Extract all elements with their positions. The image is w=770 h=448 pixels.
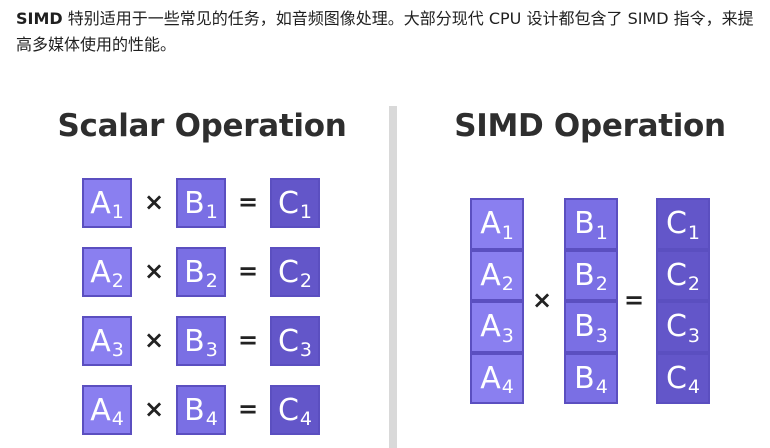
scalar-a-box-letter: A	[90, 323, 111, 359]
simd-c-box-index: 4	[687, 376, 701, 399]
scalar-b-box-letter: B	[184, 392, 205, 428]
intro-text: 特别适用于一些常见的任务，如音频图像处理。大部分现代 CPU 设计都包含了 SI…	[16, 9, 754, 54]
intro-paragraph: SIMD 特别适用于一些常见的任务，如音频图像处理。大部分现代 CPU 设计都包…	[16, 6, 760, 58]
panel-divider	[389, 106, 397, 448]
simd-b-box-index: 4	[595, 376, 608, 399]
scalar-operation-title: Scalar Operation	[57, 108, 347, 144]
scalar-a-box-index: 3	[111, 339, 124, 361]
simd-a-box-letter: A	[480, 309, 501, 345]
simd-c-box-letter: C	[665, 360, 687, 396]
scalar-a-box-index: 2	[111, 270, 124, 292]
simd-c-box-index: 3	[687, 324, 701, 347]
scalar-c-box-index: 4	[299, 408, 313, 430]
simd-b-box-letter: B	[574, 360, 595, 396]
scalar-c-box-letter: C	[277, 185, 299, 221]
simd-operation-title: SIMD Operation	[454, 108, 726, 144]
simd-a-box-index: 3	[501, 324, 514, 347]
scalar-times-sign: ×	[143, 257, 165, 285]
scalar-times-sign: ×	[143, 326, 165, 354]
scalar-a-box-letter: A	[90, 392, 111, 428]
scalar-equals-sign: =	[237, 257, 259, 285]
simd-a-box-letter: A	[480, 206, 501, 242]
simd-equals-sign: =	[623, 286, 645, 314]
simd-c-box-letter: C	[665, 309, 687, 345]
intro-lead: SIMD	[16, 9, 63, 28]
scalar-a-box-index: 4	[111, 408, 124, 430]
scalar-equals-sign: =	[237, 326, 259, 354]
scalar-c-box-index: 1	[299, 201, 313, 223]
scalar-b-box-index: 2	[205, 270, 218, 292]
simd-a-box-index: 2	[501, 273, 514, 296]
simd-b-box-index: 1	[595, 221, 608, 244]
simd-b-box-index: 3	[595, 324, 608, 347]
scalar-b-box-letter: B	[184, 185, 205, 221]
simd-c-box-letter: C	[665, 206, 687, 242]
simd-b-box-letter: B	[574, 206, 595, 242]
simd-c-box-letter: C	[665, 257, 687, 293]
scalar-times-sign: ×	[143, 188, 165, 216]
simd-a-box-index: 1	[501, 221, 514, 244]
scalar-b-box-letter: B	[184, 254, 205, 290]
scalar-b-box-index: 3	[205, 339, 218, 361]
simd-a-box-letter: A	[480, 257, 501, 293]
scalar-c-box-letter: C	[277, 392, 299, 428]
scalar-equals-sign: =	[237, 188, 259, 216]
scalar-c-box-letter: C	[277, 254, 299, 290]
scalar-b-box-letter: B	[184, 323, 205, 359]
scalar-c-box-index: 3	[299, 339, 313, 361]
scalar-c-box-letter: C	[277, 323, 299, 359]
simd-b-box-letter: B	[574, 257, 595, 293]
scalar-b-box-index: 1	[205, 201, 218, 223]
simd-b-box-letter: B	[574, 309, 595, 345]
simd-b-box-index: 2	[595, 273, 608, 296]
scalar-a-box-index: 1	[111, 201, 124, 223]
scalar-b-box-index: 4	[205, 408, 218, 430]
scalar-a-box-letter: A	[90, 254, 111, 290]
scalar-a-box-letter: A	[90, 185, 111, 221]
simd-a-box-index: 4	[501, 376, 514, 399]
scalar-times-sign: ×	[143, 395, 165, 423]
simd-a-box-letter: A	[480, 360, 501, 396]
scalar-equals-sign: =	[237, 395, 259, 423]
simd-times-sign: ×	[531, 286, 553, 314]
simd-c-box-index: 2	[687, 273, 701, 296]
scalar-c-box-index: 2	[299, 270, 313, 292]
simd-c-box-index: 1	[687, 221, 701, 244]
